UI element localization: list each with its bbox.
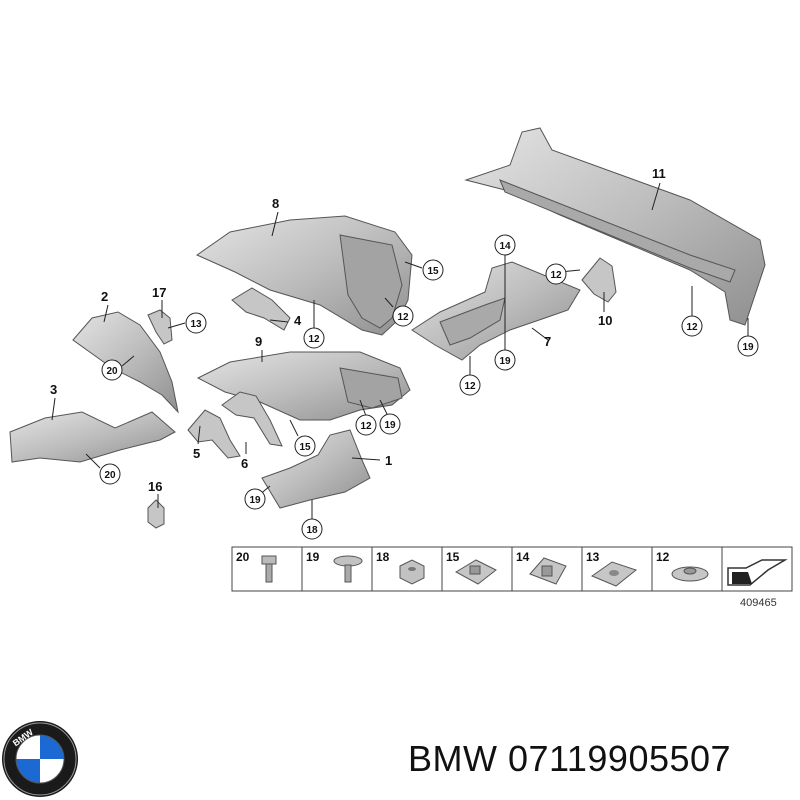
callout-3: 3 xyxy=(50,382,57,397)
svg-text:20: 20 xyxy=(106,366,118,377)
svg-text:18: 18 xyxy=(306,525,318,536)
part-7-tunnel-shield xyxy=(411,261,581,361)
callout-20: 20 xyxy=(101,359,123,381)
part-4-bracket xyxy=(231,287,291,331)
leader-lines xyxy=(51,182,749,520)
bmw-logo: BMW xyxy=(2,721,78,797)
svg-text:20: 20 xyxy=(104,470,116,481)
callout-12: 12 xyxy=(303,327,325,349)
svg-text:13: 13 xyxy=(190,319,202,330)
legend-item-12: 12 xyxy=(656,550,709,582)
callout-12: 12 xyxy=(355,414,377,436)
callout-8: 8 xyxy=(272,196,279,211)
svg-text:12: 12 xyxy=(397,312,409,323)
callout-12: 12 xyxy=(392,305,414,327)
part-8-heat-shield xyxy=(195,215,413,336)
screw-icon xyxy=(333,555,363,583)
svg-text:12: 12 xyxy=(686,322,698,333)
svg-text:15: 15 xyxy=(299,442,311,453)
callout-5: 5 xyxy=(193,446,200,461)
svg-text:15: 15 xyxy=(446,550,460,564)
callout-19: 19 xyxy=(244,488,266,510)
svg-text:19: 19 xyxy=(306,550,320,564)
svg-text:12: 12 xyxy=(550,270,562,281)
part-2-bracket-shield xyxy=(72,311,179,414)
part-16-clip xyxy=(147,499,165,529)
part-3-lower-left-shield xyxy=(9,411,176,463)
legend-item-14: 14 xyxy=(516,550,567,585)
part-10-bracket xyxy=(581,257,617,303)
part-1-small-shield xyxy=(261,429,371,509)
callout-17: 17 xyxy=(152,285,166,300)
legend-item-13: 13 xyxy=(586,550,638,587)
callout-13: 13 xyxy=(185,312,207,334)
svg-text:19: 19 xyxy=(384,420,396,431)
callout-15: 15 xyxy=(422,259,444,281)
callout-14: 14 xyxy=(494,234,516,256)
part-number-caption: BMW 07119905507 xyxy=(408,738,732,779)
part-6-bracket xyxy=(221,391,283,447)
bolt-icon xyxy=(261,555,277,583)
callout-12: 12 xyxy=(545,263,567,285)
callout-19: 19 xyxy=(379,413,401,435)
callout-4: 4 xyxy=(294,313,302,328)
svg-text:20: 20 xyxy=(236,550,250,564)
svg-text:19: 19 xyxy=(742,342,754,353)
part-9-heat-shield xyxy=(196,351,411,421)
spring-clip-icon xyxy=(529,557,567,585)
callouts-circled: 14 12 15 13 20 12 12 19 xyxy=(99,234,759,540)
svg-text:12: 12 xyxy=(308,334,320,345)
svg-text:12: 12 xyxy=(464,381,476,392)
callout-16: 16 xyxy=(148,479,162,494)
callouts-plain: 8 11 2 17 3 4 9 5 6 1 7 10 16 xyxy=(50,166,666,494)
callout-6: 6 xyxy=(241,456,248,471)
callout-10: 10 xyxy=(598,313,612,328)
callout-12: 12 xyxy=(459,374,481,396)
callout-19: 19 xyxy=(737,335,759,357)
callout-7: 7 xyxy=(544,334,551,349)
svg-text:12: 12 xyxy=(656,550,670,564)
svg-text:19: 19 xyxy=(499,356,511,367)
callout-1: 1 xyxy=(385,453,392,468)
svg-text:19: 19 xyxy=(249,495,261,506)
legend-item-19: 19 xyxy=(306,550,363,583)
part-17-bracket xyxy=(147,309,173,345)
callout-19: 19 xyxy=(494,349,516,371)
callout-9: 9 xyxy=(255,334,262,349)
part-5-bracket xyxy=(187,409,241,459)
svg-text:14: 14 xyxy=(499,241,511,252)
callout-18: 18 xyxy=(301,518,323,540)
fastener-legend: 20 19 18 15 xyxy=(231,546,793,609)
legend-item-15: 15 xyxy=(446,550,497,585)
svg-text:12: 12 xyxy=(360,421,372,432)
clip-nut-icon xyxy=(454,559,497,585)
svg-text:14: 14 xyxy=(516,550,530,564)
callout-11: 11 xyxy=(652,166,666,181)
plate-nut-icon xyxy=(590,561,638,587)
svg-text:15: 15 xyxy=(427,266,439,277)
legend-item-20: 20 xyxy=(236,550,277,583)
washer-nut-icon xyxy=(671,566,709,582)
callout-2: 2 xyxy=(101,289,108,304)
callout-20: 20 xyxy=(99,463,121,485)
callout-12: 12 xyxy=(681,315,703,337)
legend-item-18: 18 xyxy=(376,550,425,585)
part-11-rear-heat-shield xyxy=(464,127,766,326)
svg-text:13: 13 xyxy=(586,550,600,564)
callout-15: 15 xyxy=(294,435,316,457)
nut-icon xyxy=(399,559,425,585)
arrow-icon xyxy=(727,559,788,586)
reference-number: 409465 xyxy=(740,597,777,609)
svg-text:18: 18 xyxy=(376,550,390,564)
